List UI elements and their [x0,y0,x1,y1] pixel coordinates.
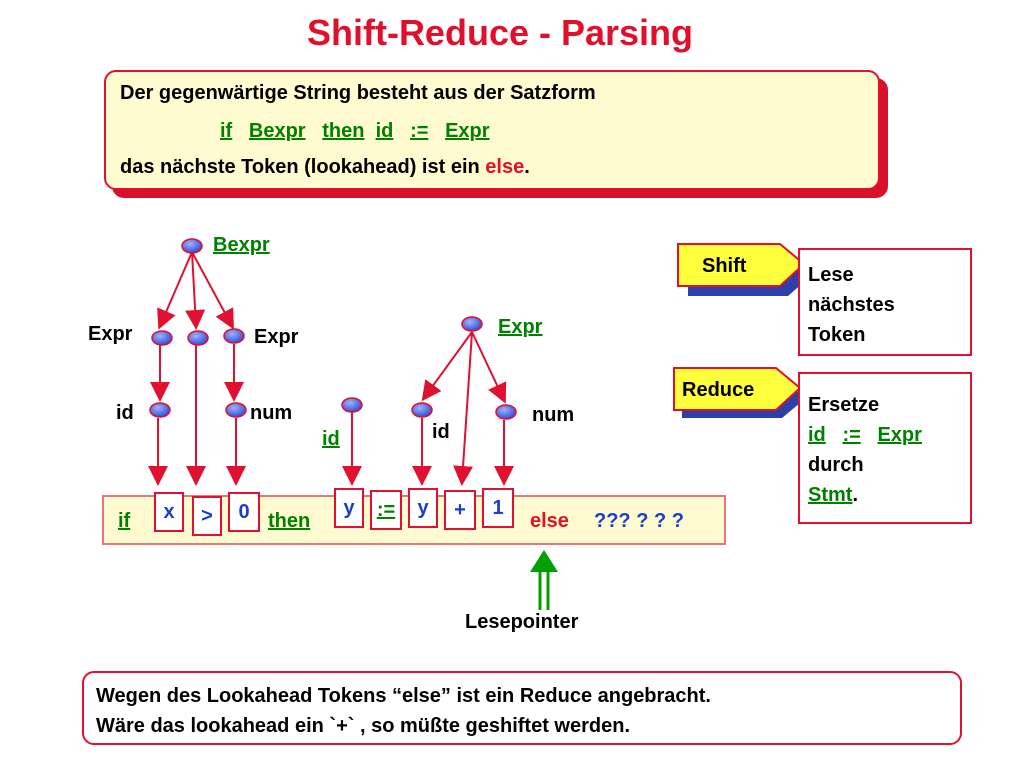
edge-expr-num-right [471,331,507,404]
node-gt [187,330,209,346]
intro-box: Der gegenwärtige String besteht aus der … [104,70,880,190]
tape-token-y2: y [408,488,438,528]
label-num-left: num [250,402,293,424]
form-expr: Expr [445,120,490,142]
label-expr-right: Expr [254,326,299,348]
reduce-desc-line-1: Ersetze [808,394,880,416]
form-bexpr: Bexpr [248,120,306,142]
intro-line-3-period: . [524,156,530,178]
node-id-mid [411,402,433,418]
reduce-desc-line-2: id := Expr [808,420,962,450]
form-assign: := [410,120,429,142]
node-num-left [225,402,247,418]
tape-token-zero: 0 [228,492,260,532]
tape-unknown: ??? ? ? ? [594,510,684,532]
reduce-token-id: id [808,424,826,446]
node-expr-right [223,328,245,344]
intro-sentential-form: if Bexpr then id := Expr [220,120,490,143]
page-title: Shift-Reduce - Parsing [306,12,694,53]
reduce-desc-line-3: durch [808,454,864,476]
label-bexpr: Bexpr [213,234,270,256]
reduce-token-expr: Expr [877,424,922,446]
shift-description-box: Lese nächstes Token [798,248,972,356]
tape-then: then [268,510,311,532]
intro-line-3: das nächste Token (lookahead) ist ein el… [120,156,530,179]
node-num-right [495,404,517,420]
label-id-left: id [116,402,134,424]
edge-expr-id-mid [421,331,473,402]
reduce-description-box: Ersetze id := Expr durch Stmt. [798,372,972,524]
node-id-left [149,402,171,418]
edge-bexpr-expr-right [191,251,234,330]
form-then: then [322,120,365,142]
label-id-assign: id [322,428,340,450]
footer-line-1: Wegen des Lookahead Tokens “else” ist ei… [96,685,711,707]
intro-line-1: Der gegenwärtige String besteht aus der … [120,82,596,104]
edge-expr-plus [453,331,474,486]
reduce-desc-line-4: Stmt. [808,480,962,510]
reduce-label: Reduce [682,379,755,401]
shift-label: Shift [702,255,747,277]
reduce-token-stmt: Stmt [808,484,853,506]
shift-desc-line-1: Lese [808,264,854,286]
reduce-desc-period: . [852,484,859,506]
node-expr-left [151,330,173,346]
tape-else: else [530,510,569,532]
label-expr-top: Expr [498,316,543,338]
intro-lookahead-token: else [485,156,525,178]
tape-token-y1: y [334,488,364,528]
tape-token-one: 1 [482,488,514,528]
lesepointer-label: Lesepointer [465,611,579,633]
footer-line-2: Wäre das lookahead ein `+` , so müßte ge… [96,715,631,737]
tape-token-gt: > [192,496,222,536]
tape-if: if [118,510,131,532]
tape-token-assign: := [370,490,402,530]
edge-bexpr-gt [185,251,206,330]
node-bexpr [181,238,203,254]
reduce-token-assign: := [842,424,861,446]
form-id: id [375,120,394,142]
shift-desc-line-2: nächstes [808,294,895,316]
node-id-assign [341,397,363,413]
lesepointer-arrow-icon [530,550,558,572]
edge-bexpr-expr-left [157,251,193,330]
tape-token-x: x [154,492,184,532]
shift-desc-line-3: Token [808,324,866,346]
label-id-mid: id [432,421,450,443]
label-expr-left: Expr [88,323,133,345]
form-if: if [220,120,233,142]
intro-line-3-text: das nächste Token (lookahead) ist ein [120,156,480,178]
footer-box: Wegen des Lookahead Tokens “else” ist ei… [82,671,962,745]
label-num-right: num [532,404,575,426]
node-expr-top [461,316,483,332]
tape-token-plus: + [444,490,476,530]
